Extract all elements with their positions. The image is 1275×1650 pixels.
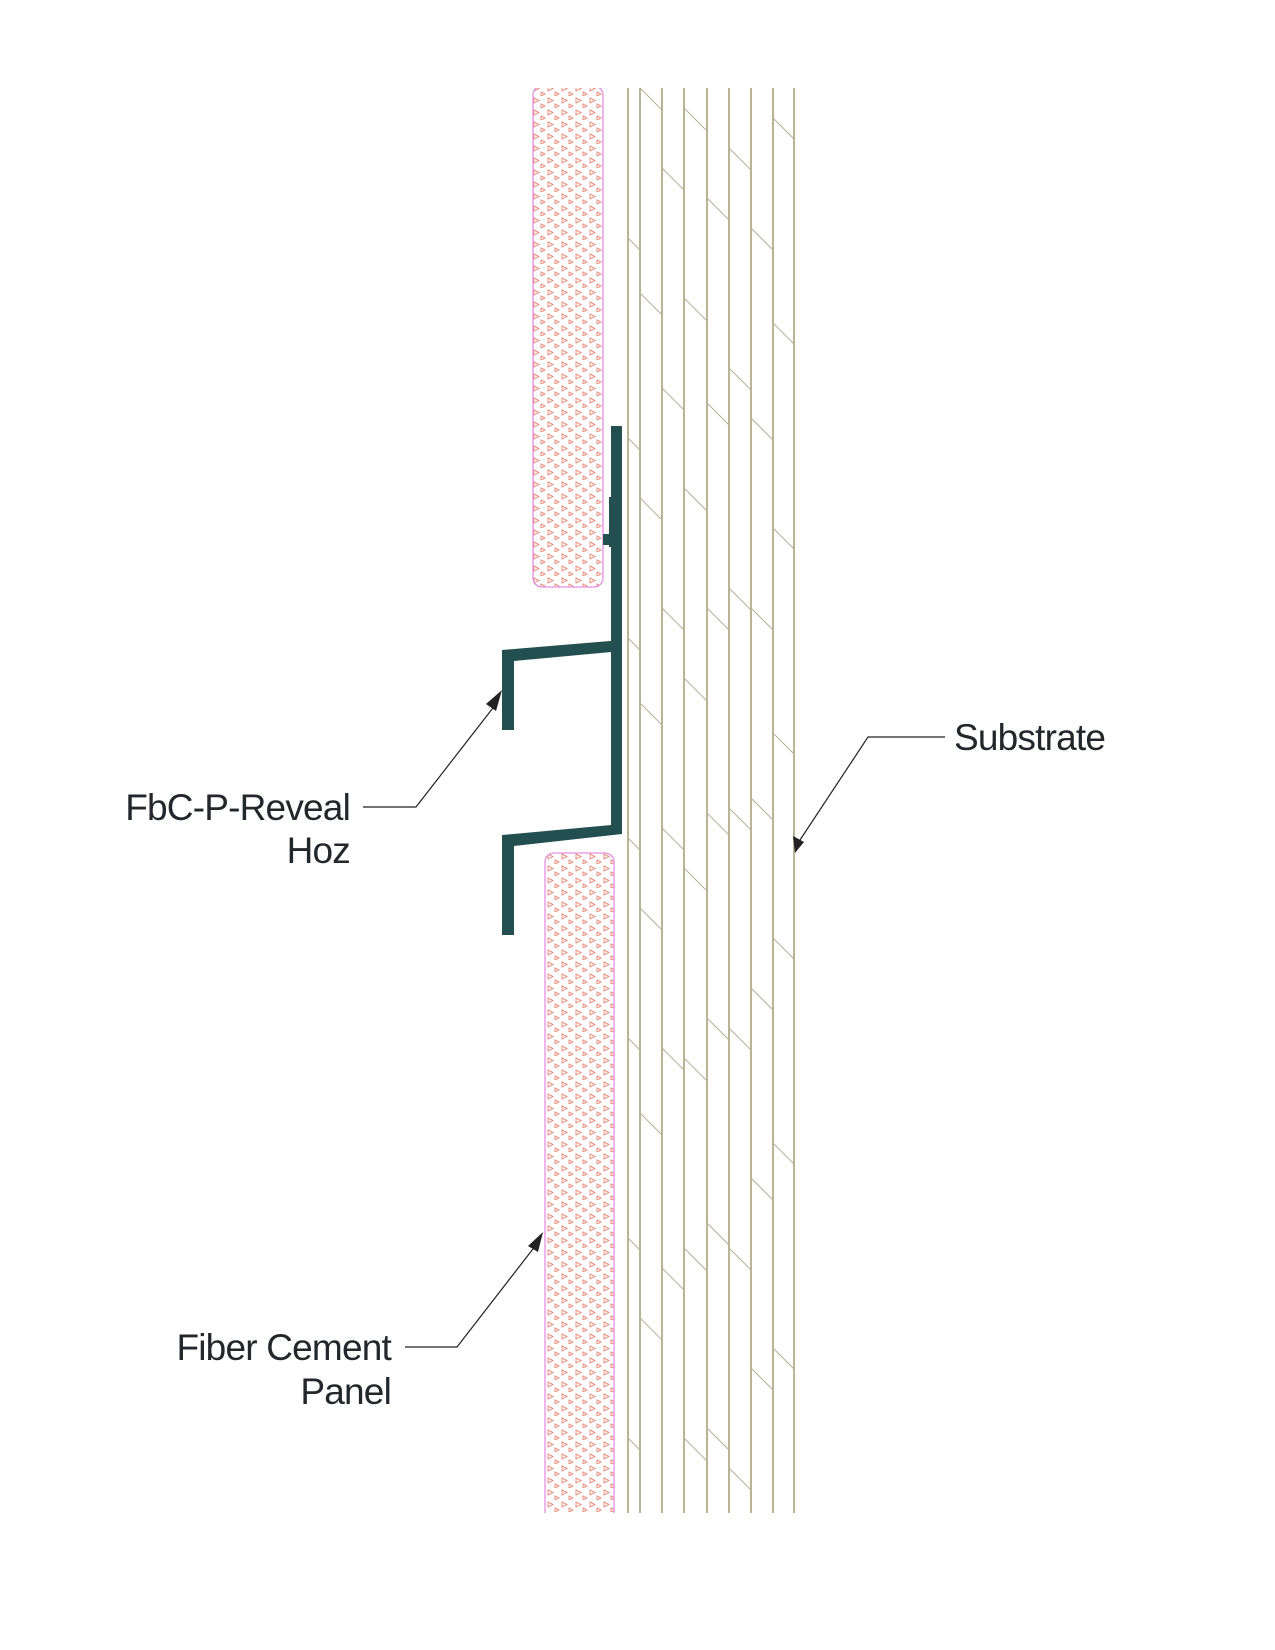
substrate-hatch: [661, 827, 685, 851]
substrate-hatch: [772, 937, 795, 960]
substrate-hatch: [683, 1247, 708, 1272]
substrate-hatch: [728, 807, 752, 831]
substrate-hatch: [661, 1267, 685, 1291]
substrate-hatch: [706, 1427, 730, 1451]
substrate-hatch: [683, 487, 708, 512]
substrate-hatch: [772, 527, 795, 550]
fiber-cement-panel-upper: [532, 85, 604, 588]
substrate-hatch: [728, 1247, 752, 1271]
substrate-hatch: [772, 1347, 795, 1370]
reveal-leader: [363, 690, 502, 808]
fiber-cement-panel-lower: [544, 852, 615, 1534]
substrate-hatch: [750, 1367, 774, 1391]
substrate-hatch: [639, 1317, 663, 1341]
panel-label-line2: Panel: [300, 1371, 391, 1412]
substrate-hatch: [728, 587, 752, 611]
substrate-hatch: [750, 607, 774, 631]
substrate-hatch: [627, 1237, 641, 1251]
substrate-hatch: [627, 437, 641, 451]
substrate-hatch: [683, 1057, 708, 1082]
substrate-layers: [627, 87, 795, 1513]
substrate-hatch: [639, 702, 663, 726]
substrate-hatch: [683, 677, 708, 702]
panel-label-line1: Fiber Cement: [176, 1327, 392, 1368]
substrate-hatch: [639, 907, 663, 931]
substrate-label: Substrate: [954, 717, 1105, 758]
substrate-hatch: [661, 607, 685, 631]
reveal-clip-profile: [502, 426, 622, 935]
substrate-hatch: [639, 497, 663, 521]
substrate-leader: [793, 736, 945, 853]
substrate-hatch: [661, 387, 685, 411]
substrate-hatch: [627, 1037, 641, 1051]
substrate-hatch: [683, 1437, 708, 1462]
substrate-hatch: [683, 297, 708, 322]
reveal-label-line1: FbC-P-Reveal: [125, 787, 350, 828]
substrate-hatch: [750, 797, 774, 821]
substrate-hatch: [750, 1177, 774, 1201]
substrate-hatch: [750, 987, 774, 1011]
substrate-hatch: [772, 1142, 795, 1165]
substrate-hatch: [750, 227, 774, 251]
substrate-hatch: [706, 812, 730, 836]
substrate-hatch: [772, 732, 795, 755]
substrate-hatch: [639, 292, 663, 316]
substrate-hatch: [706, 1222, 730, 1246]
substrate-hatch: [627, 1437, 641, 1451]
substrate-hatch: [661, 1047, 685, 1071]
substrate-hatch: [683, 107, 708, 132]
substrate-hatch: [661, 167, 685, 191]
substrate-hatch: [627, 837, 641, 851]
substrate-hatch: [772, 322, 795, 345]
substrate-hatch: [706, 1017, 730, 1041]
substrate-hatch: [627, 237, 641, 251]
substrate-hatch: [639, 87, 663, 111]
substrate-hatch: [750, 417, 774, 441]
substrate-hatch: [772, 117, 795, 140]
substrate-hatch: [728, 1027, 752, 1051]
reveal-label-line2: Hoz: [287, 830, 350, 871]
substrate-hatch: [728, 147, 752, 171]
substrate-hatch: [706, 197, 730, 221]
panel-leader: [405, 1232, 543, 1348]
substrate-hatch: [627, 637, 641, 651]
substrate-hatch: [706, 607, 730, 631]
substrate-hatch: [728, 1467, 752, 1491]
substrate-hatch: [639, 1112, 663, 1136]
substrate-hatch: [683, 867, 708, 892]
substrate-hatch: [706, 402, 730, 426]
substrate-hatch: [728, 367, 752, 391]
